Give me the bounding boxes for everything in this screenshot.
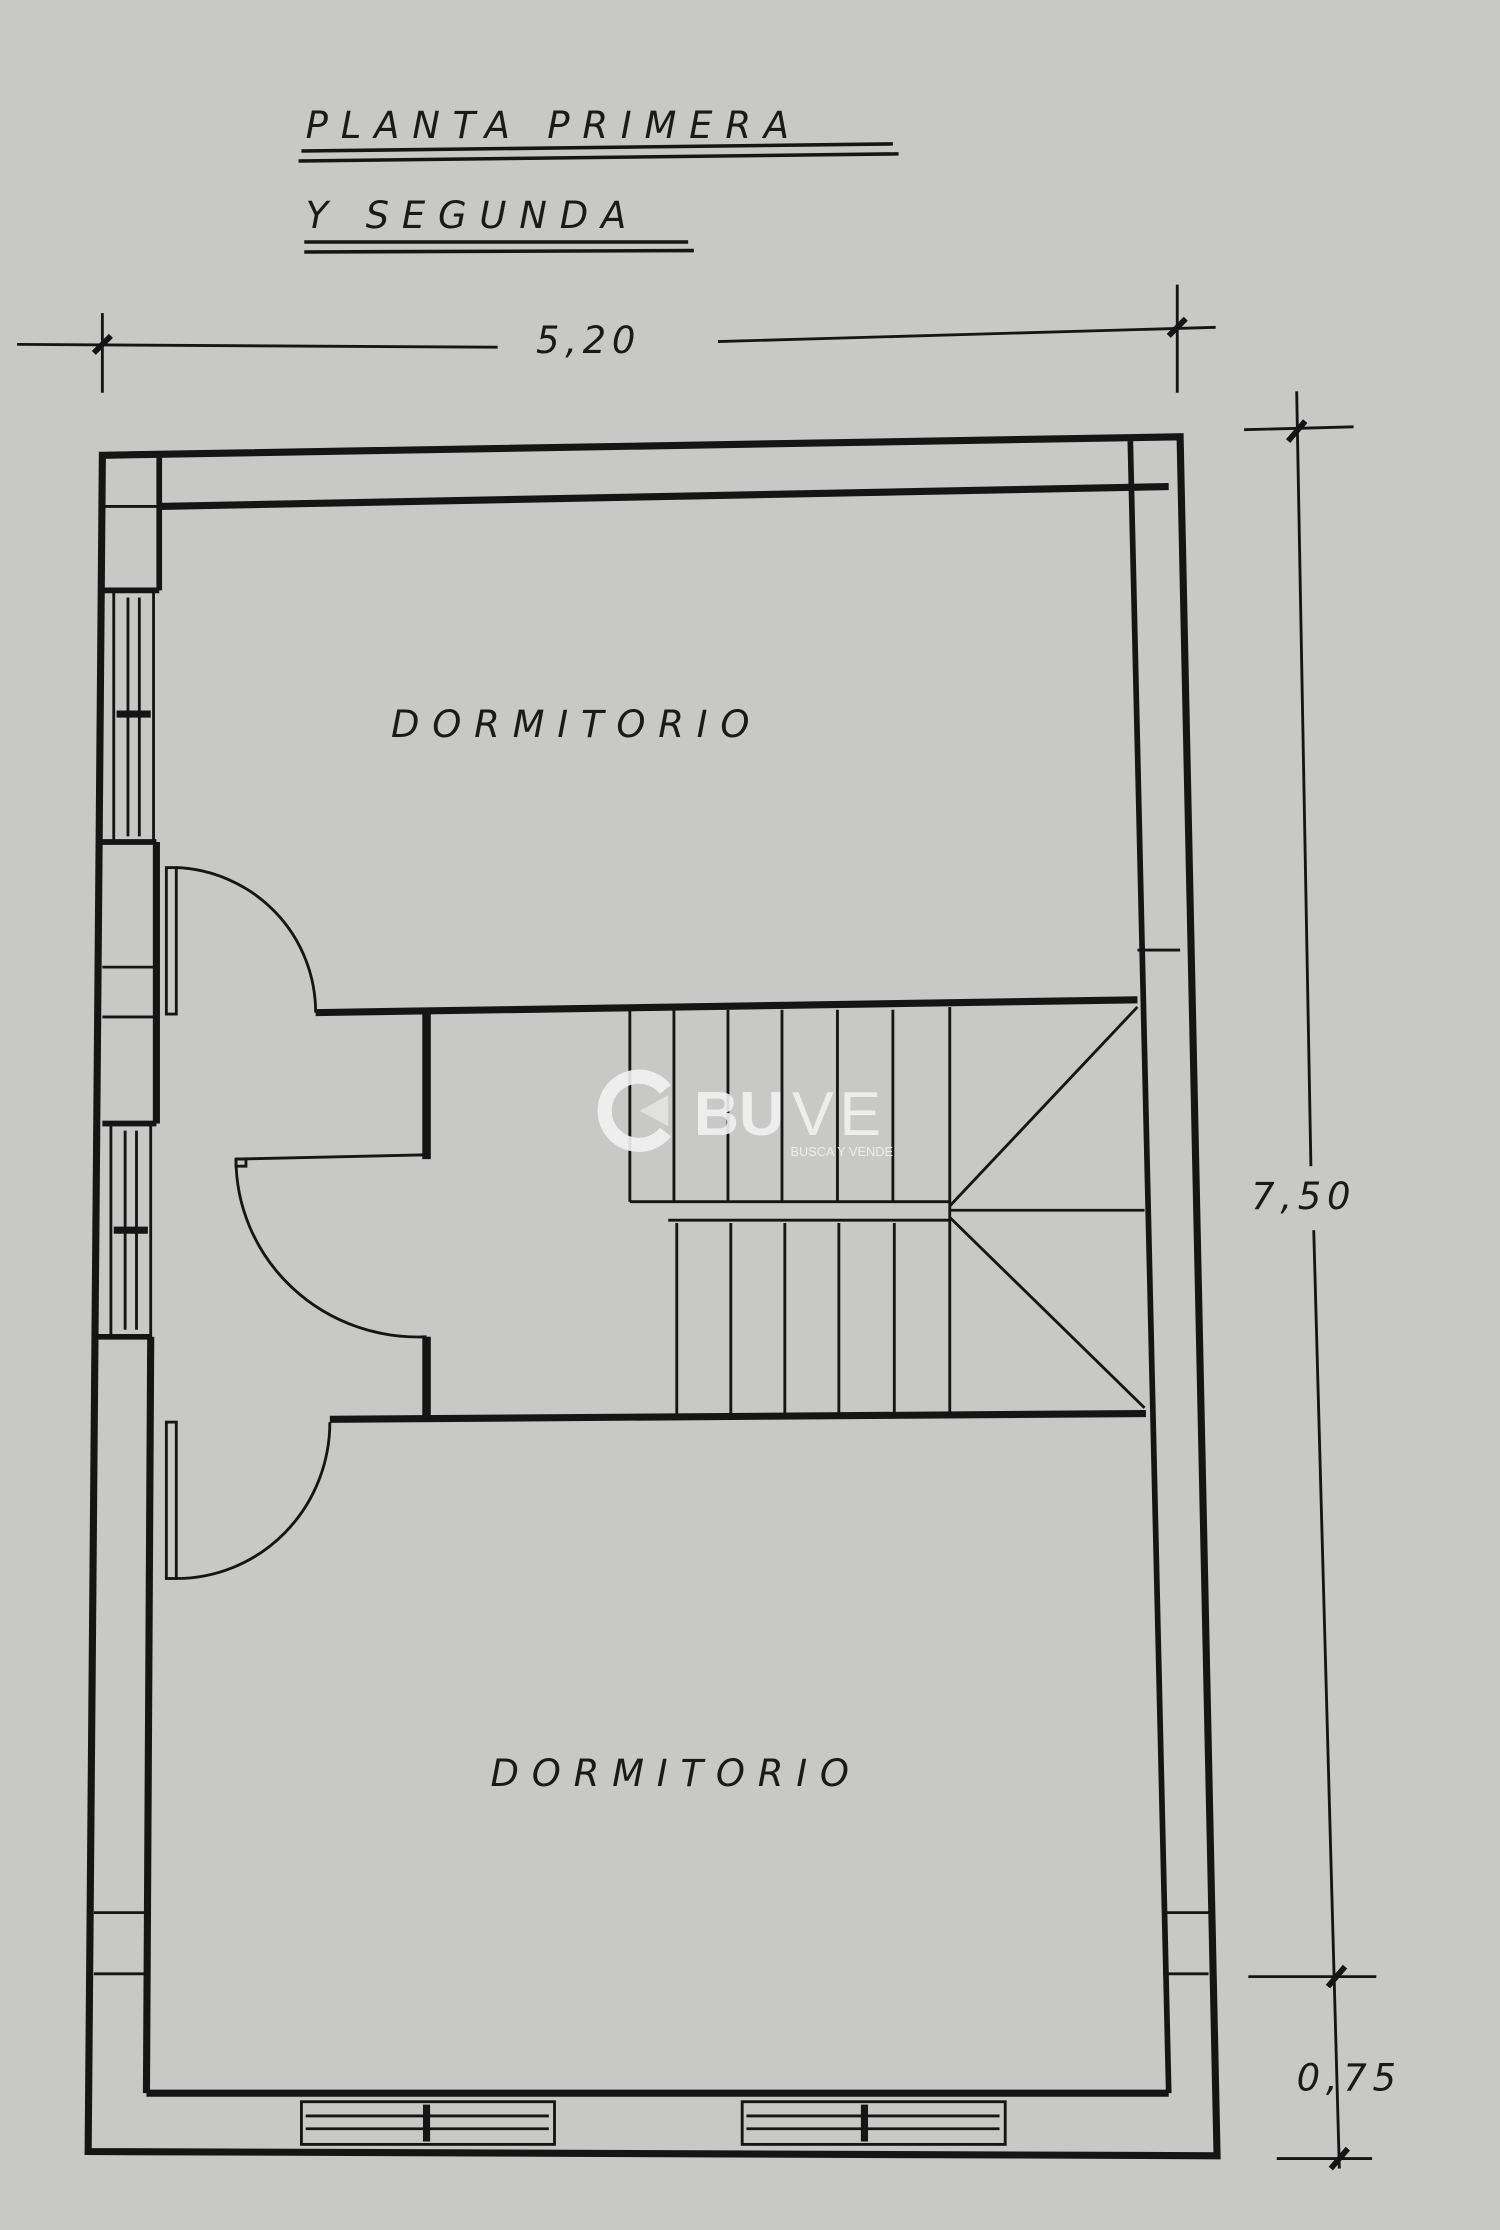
- title-line-2: Y SEGUNDA: [306, 194, 639, 237]
- width-value: 5,20: [536, 319, 641, 362]
- title-line-1: PLANTA PRIMERA: [306, 104, 802, 147]
- room-label-lower: DORMITORIO: [491, 1752, 862, 1795]
- logo-tagline: BUSCA Y VENDE: [791, 1144, 894, 1159]
- buve-watermark-logo: BU VE BUSCA Y VENDE: [597, 1069, 894, 1159]
- offset-value: 0,75: [1297, 2056, 1402, 2099]
- walls: [84, 433, 1221, 2160]
- logo-light: VE: [792, 1079, 887, 1149]
- doors: [164, 866, 427, 1580]
- depth-dimension: 7,50 0,75: [1244, 391, 1402, 2171]
- room-label-upper: DORMITORIO: [391, 703, 762, 746]
- plan-title: PLANTA PRIMERA Y SEGUNDA: [298, 104, 899, 254]
- staircase: [628, 1005, 1146, 1415]
- windows: [109, 588, 1007, 2146]
- logo-bold: BU: [694, 1079, 784, 1149]
- width-dimension: 5,20: [17, 284, 1216, 393]
- depth-value: 7,50: [1251, 1175, 1356, 1218]
